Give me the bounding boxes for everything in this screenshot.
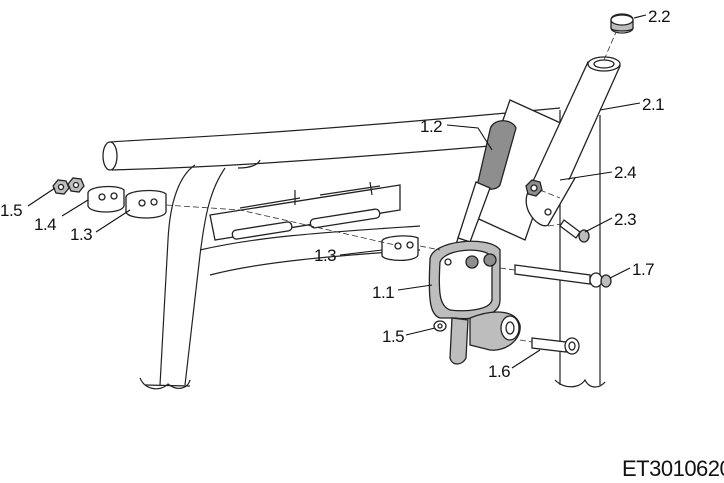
callout-2-3: 2.3 — [614, 210, 636, 229]
screw-2-3 — [559, 219, 590, 243]
callout-1-1: 1.1 — [372, 283, 394, 302]
callout-1-2: 1.2 — [420, 117, 442, 136]
frame-tube — [102, 107, 606, 390]
washer-1-4-left — [87, 185, 125, 213]
callout-2-2: 2.2 — [648, 7, 670, 26]
spacer-1-3-mid — [381, 235, 419, 262]
assembly-lines — [165, 31, 617, 343]
callout-1-5-left: 1.5 — [0, 201, 22, 220]
callout-1-3-left: 1.3 — [70, 225, 92, 244]
spacer-1-3-left — [125, 189, 167, 219]
callout-2-4: 2.4 — [614, 163, 636, 182]
callout-1-3-mid: 1.3 — [314, 246, 336, 265]
bracket-plate — [209, 181, 401, 241]
leader-lines — [27, 14, 647, 369]
bolt-1-7 — [514, 264, 612, 288]
nut-2-4 — [525, 179, 543, 197]
bolt-1-6 — [531, 337, 580, 355]
callout-1-6: 1.6 — [488, 362, 510, 381]
nuts-1-5-left — [52, 177, 85, 195]
cap-2-2 — [610, 13, 634, 34]
callout-1-7: 1.7 — [632, 260, 654, 279]
callout-1-5-mid: 1.5 — [382, 327, 404, 346]
callout-1-4: 1.4 — [34, 215, 56, 234]
callout-2-1: 2.1 — [642, 95, 664, 114]
housing-1-1 — [428, 240, 521, 365]
drawing-code: ET30106201 — [622, 456, 724, 481]
